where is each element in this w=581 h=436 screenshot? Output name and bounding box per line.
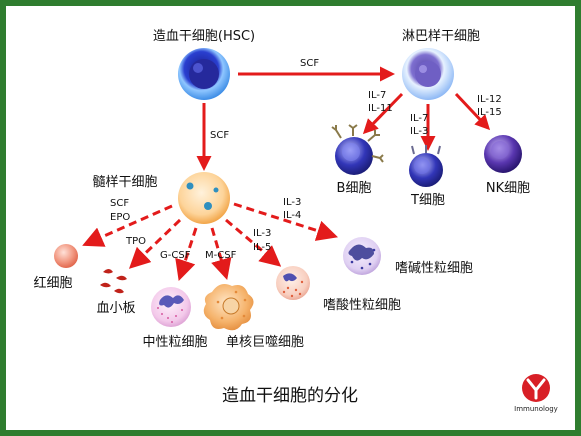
slide-panel xyxy=(6,6,575,430)
hsc-cell xyxy=(178,48,230,100)
factor-t-2: IL-3 xyxy=(410,126,428,137)
arrow-myeloid-to-basophil xyxy=(233,202,339,241)
myeloid-stem-cell xyxy=(178,172,230,224)
basophil-cell xyxy=(343,237,381,275)
neutrophil-cell xyxy=(151,287,191,327)
arrow-myeloid-to-platelet xyxy=(128,218,182,269)
factor-b-2: IL-11 xyxy=(368,103,393,114)
immunology-logo: Immunology xyxy=(514,374,558,413)
factor-b-1: IL-7 xyxy=(368,90,386,101)
factor-nk-2: IL-15 xyxy=(477,107,502,118)
label-neutrophil: 中性粒细胞 xyxy=(142,335,207,350)
arrow-lymphoid-to-b xyxy=(362,92,404,135)
factor-rbc-2: EPO xyxy=(110,212,130,223)
label-rbc: 红细胞 xyxy=(33,275,72,291)
factor-t-1: IL-7 xyxy=(410,113,428,124)
arrow-lymphoid-to-nk xyxy=(454,92,491,131)
arrow-myeloid-to-monocyte xyxy=(210,227,232,281)
factor-neutrophil: G-CSF xyxy=(160,250,191,261)
label-monocyte: 单核巨噬细胞 xyxy=(226,335,304,350)
factor-nk-1: IL-12 xyxy=(477,94,502,105)
arrow-myeloid-to-neutrophil xyxy=(175,227,198,281)
label-nk-cell: NK细胞 xyxy=(486,181,530,196)
factor-baso-1: IL-3 xyxy=(283,197,301,208)
red-blood-cell xyxy=(54,244,78,268)
label-eosinophil: 嗜酸性粒细胞 xyxy=(323,298,401,313)
eosinophil-cell xyxy=(276,266,310,300)
factor-platelet: TPO xyxy=(125,236,146,247)
lymphoid-stem-cell xyxy=(402,48,454,100)
label-platelet: 血小板 xyxy=(96,301,135,316)
b-cell xyxy=(331,124,384,175)
arrow-myeloid-to-eosinophil xyxy=(225,218,282,267)
label-b-cell: B细胞 xyxy=(337,181,372,196)
platelet-cluster xyxy=(100,269,127,294)
factor-rbc-1: SCF xyxy=(110,198,129,209)
factor-eos-2: IL-5 xyxy=(253,242,271,253)
arrow-myeloid-to-rbc xyxy=(82,204,173,247)
logo-text: Immunology xyxy=(514,405,558,413)
t-cell xyxy=(409,145,443,187)
label-t-cell: T细胞 xyxy=(410,193,445,208)
label-lymphoid: 淋巴样干细胞 xyxy=(402,29,480,44)
factor-eos-1: IL-3 xyxy=(253,228,271,239)
label-basophil: 嗜碱性粒细胞 xyxy=(395,261,473,276)
monocyte-macrophage-cell xyxy=(203,284,254,331)
factor-hsc-myeloid: SCF xyxy=(210,130,229,141)
factor-monocyte: M-CSF xyxy=(205,250,237,261)
label-hsc: 造血干细胞(HSC) xyxy=(153,29,255,44)
nk-cell xyxy=(484,135,522,173)
factor-hsc-lymphoid: SCF xyxy=(300,58,319,69)
label-myeloid: 髓样干细胞 xyxy=(92,175,157,190)
factor-baso-2: IL-4 xyxy=(283,210,301,221)
diagram-title: 造血干细胞的分化 xyxy=(222,386,358,406)
